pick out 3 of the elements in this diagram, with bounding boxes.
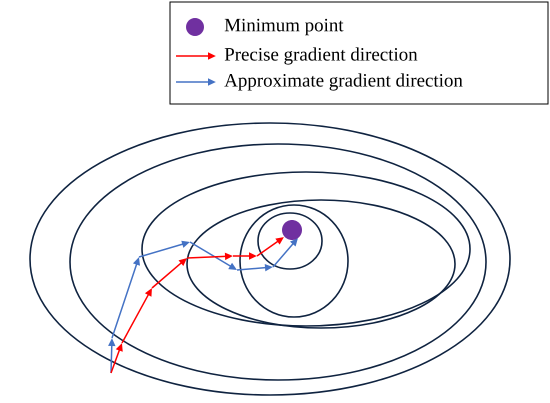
legend-text: Precise gradient direction: [224, 47, 418, 65]
legend-text: Approximate gradient direction: [224, 73, 463, 91]
legend-text: Minimum point: [224, 18, 344, 36]
